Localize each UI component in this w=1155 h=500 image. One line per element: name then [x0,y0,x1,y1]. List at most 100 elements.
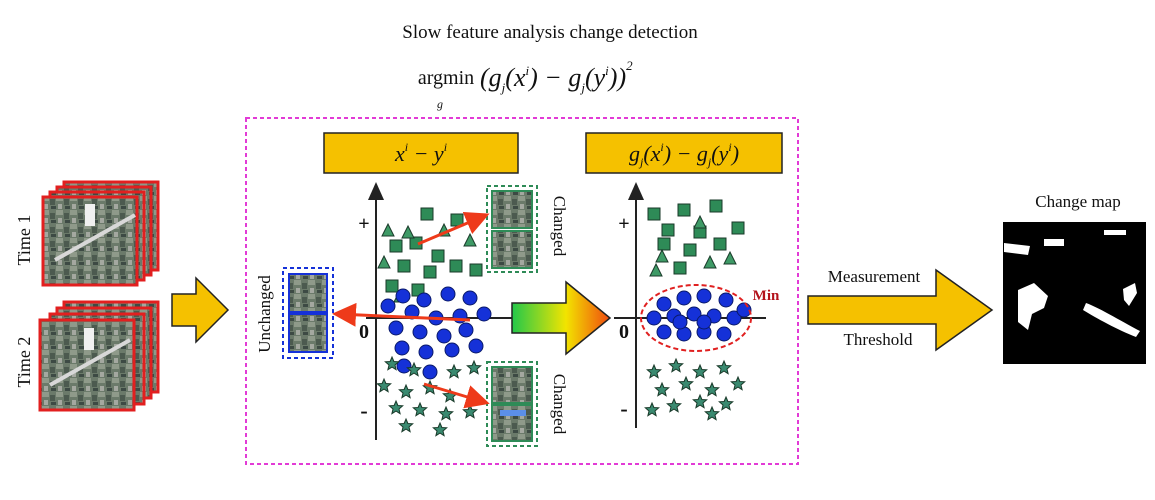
scatter-star [704,405,720,421]
scatter-circle [468,338,484,354]
scatter-square [673,261,687,275]
scatter-triangle [401,224,415,239]
scatter-circle [416,292,432,308]
scatter-circle [696,314,712,330]
changed-top-label: Changed [550,196,569,257]
scatter-star [398,383,414,399]
scatter-star [704,381,720,397]
right-plus-label: + [618,213,629,235]
scatter-circle [646,310,662,326]
scatter-square [420,207,434,221]
scatter-triangle [649,262,663,277]
scatter-square [713,237,727,251]
scatter-square [431,249,445,263]
scatter-circle [418,344,434,360]
right-zero-label: 0 [619,321,629,343]
scatter-star [432,421,448,437]
scatter-circle [696,288,712,304]
left-header-formula: xi − yi [394,140,447,166]
scatter-square [389,239,403,253]
right-minus-label: - [620,396,627,421]
time2-label: Time 2 [14,337,34,388]
min-ellipse [640,284,752,352]
diagram-title: Slow feature analysis change detection [402,22,698,43]
scatter-square [449,259,463,273]
scatter-square [683,243,697,257]
output-arrow [807,268,994,352]
scatter-triangle [655,248,669,263]
unchanged-label: Unchanged [255,275,274,353]
scatter-circle [718,292,734,308]
formula-body: (gj(xi) − gj(yi))2 [480,58,633,95]
scatter-circle [396,358,412,374]
left-minus-label: - [360,398,367,423]
scatter-square [469,263,483,277]
scatter-star [668,357,684,373]
left-header-box [323,132,519,174]
sfa-process-frame [245,117,799,465]
scatter-star [692,363,708,379]
measurement-label: Measurement [828,267,921,286]
scatter-star [406,361,422,377]
formula: argmin g (gj(xi) − gj(yi))2 [418,58,633,111]
scatter-circle [656,324,672,340]
arrow-to-unchanged [332,302,471,327]
time2-image-stack [38,300,160,412]
left-zero-label: 0 [359,321,369,343]
scatter-star [654,381,670,397]
scatter-circle [686,306,702,322]
scatter-circle [458,322,474,338]
scatter-circle [676,290,692,306]
threshold-label: Threshold [844,330,913,349]
arrow-to-changed-top [417,211,490,246]
min-label: Min [753,288,780,304]
scatter-circle [462,290,478,306]
left-scatter-panel: xi − yi + 0 - Unchanged Changed Changed [255,132,569,447]
right-header-box [585,132,783,174]
scatter-circle [394,340,410,356]
scatter-triangle [703,254,717,269]
scatter-star [438,405,454,421]
scatter-square [647,207,661,221]
scatter-triangle [381,222,395,237]
scatter-circle [422,364,438,380]
scatter-circle [716,326,732,342]
arrow-to-changed-bottom [423,382,490,409]
right-header-formula: gj(xi) − gj(yi) [629,140,739,169]
scatter-star [466,359,482,375]
scatter-circle [395,288,411,304]
input-arrow [171,276,230,344]
scatter-square [657,237,671,251]
scatter-circle [388,320,404,336]
scatter-square [397,259,411,273]
scatter-star [718,395,734,411]
scatter-square [661,223,675,237]
formula-subscript: g [437,97,443,111]
change-map-image [1003,222,1146,364]
scatter-star [666,397,682,413]
right-scatter-panel: gj(xi) − gj(yi) + 0 - Min [585,132,783,428]
scatter-circle [440,286,456,302]
scatter-star [446,363,462,379]
scatter-star [376,377,392,393]
scatter-star [388,399,404,415]
scatter-star [384,355,400,371]
changed-top-inset [486,185,538,273]
scatter-square [385,279,399,293]
scatter-circle [444,342,460,358]
formula-argmin: argmin [418,67,474,89]
scatter-star [644,401,660,417]
scatter-star [412,401,428,417]
scatter-star [678,375,694,391]
time1-label: Time 1 [14,215,34,266]
scatter-square [731,221,745,235]
scatter-circle [412,324,428,340]
scatter-circle [404,304,420,320]
scatter-star [692,393,708,409]
scatter-triangle [693,214,707,229]
scatter-circle [436,328,452,344]
scatter-circle [656,296,672,312]
scatter-star [716,359,732,375]
changed-bottom-label: Changed [550,374,569,435]
